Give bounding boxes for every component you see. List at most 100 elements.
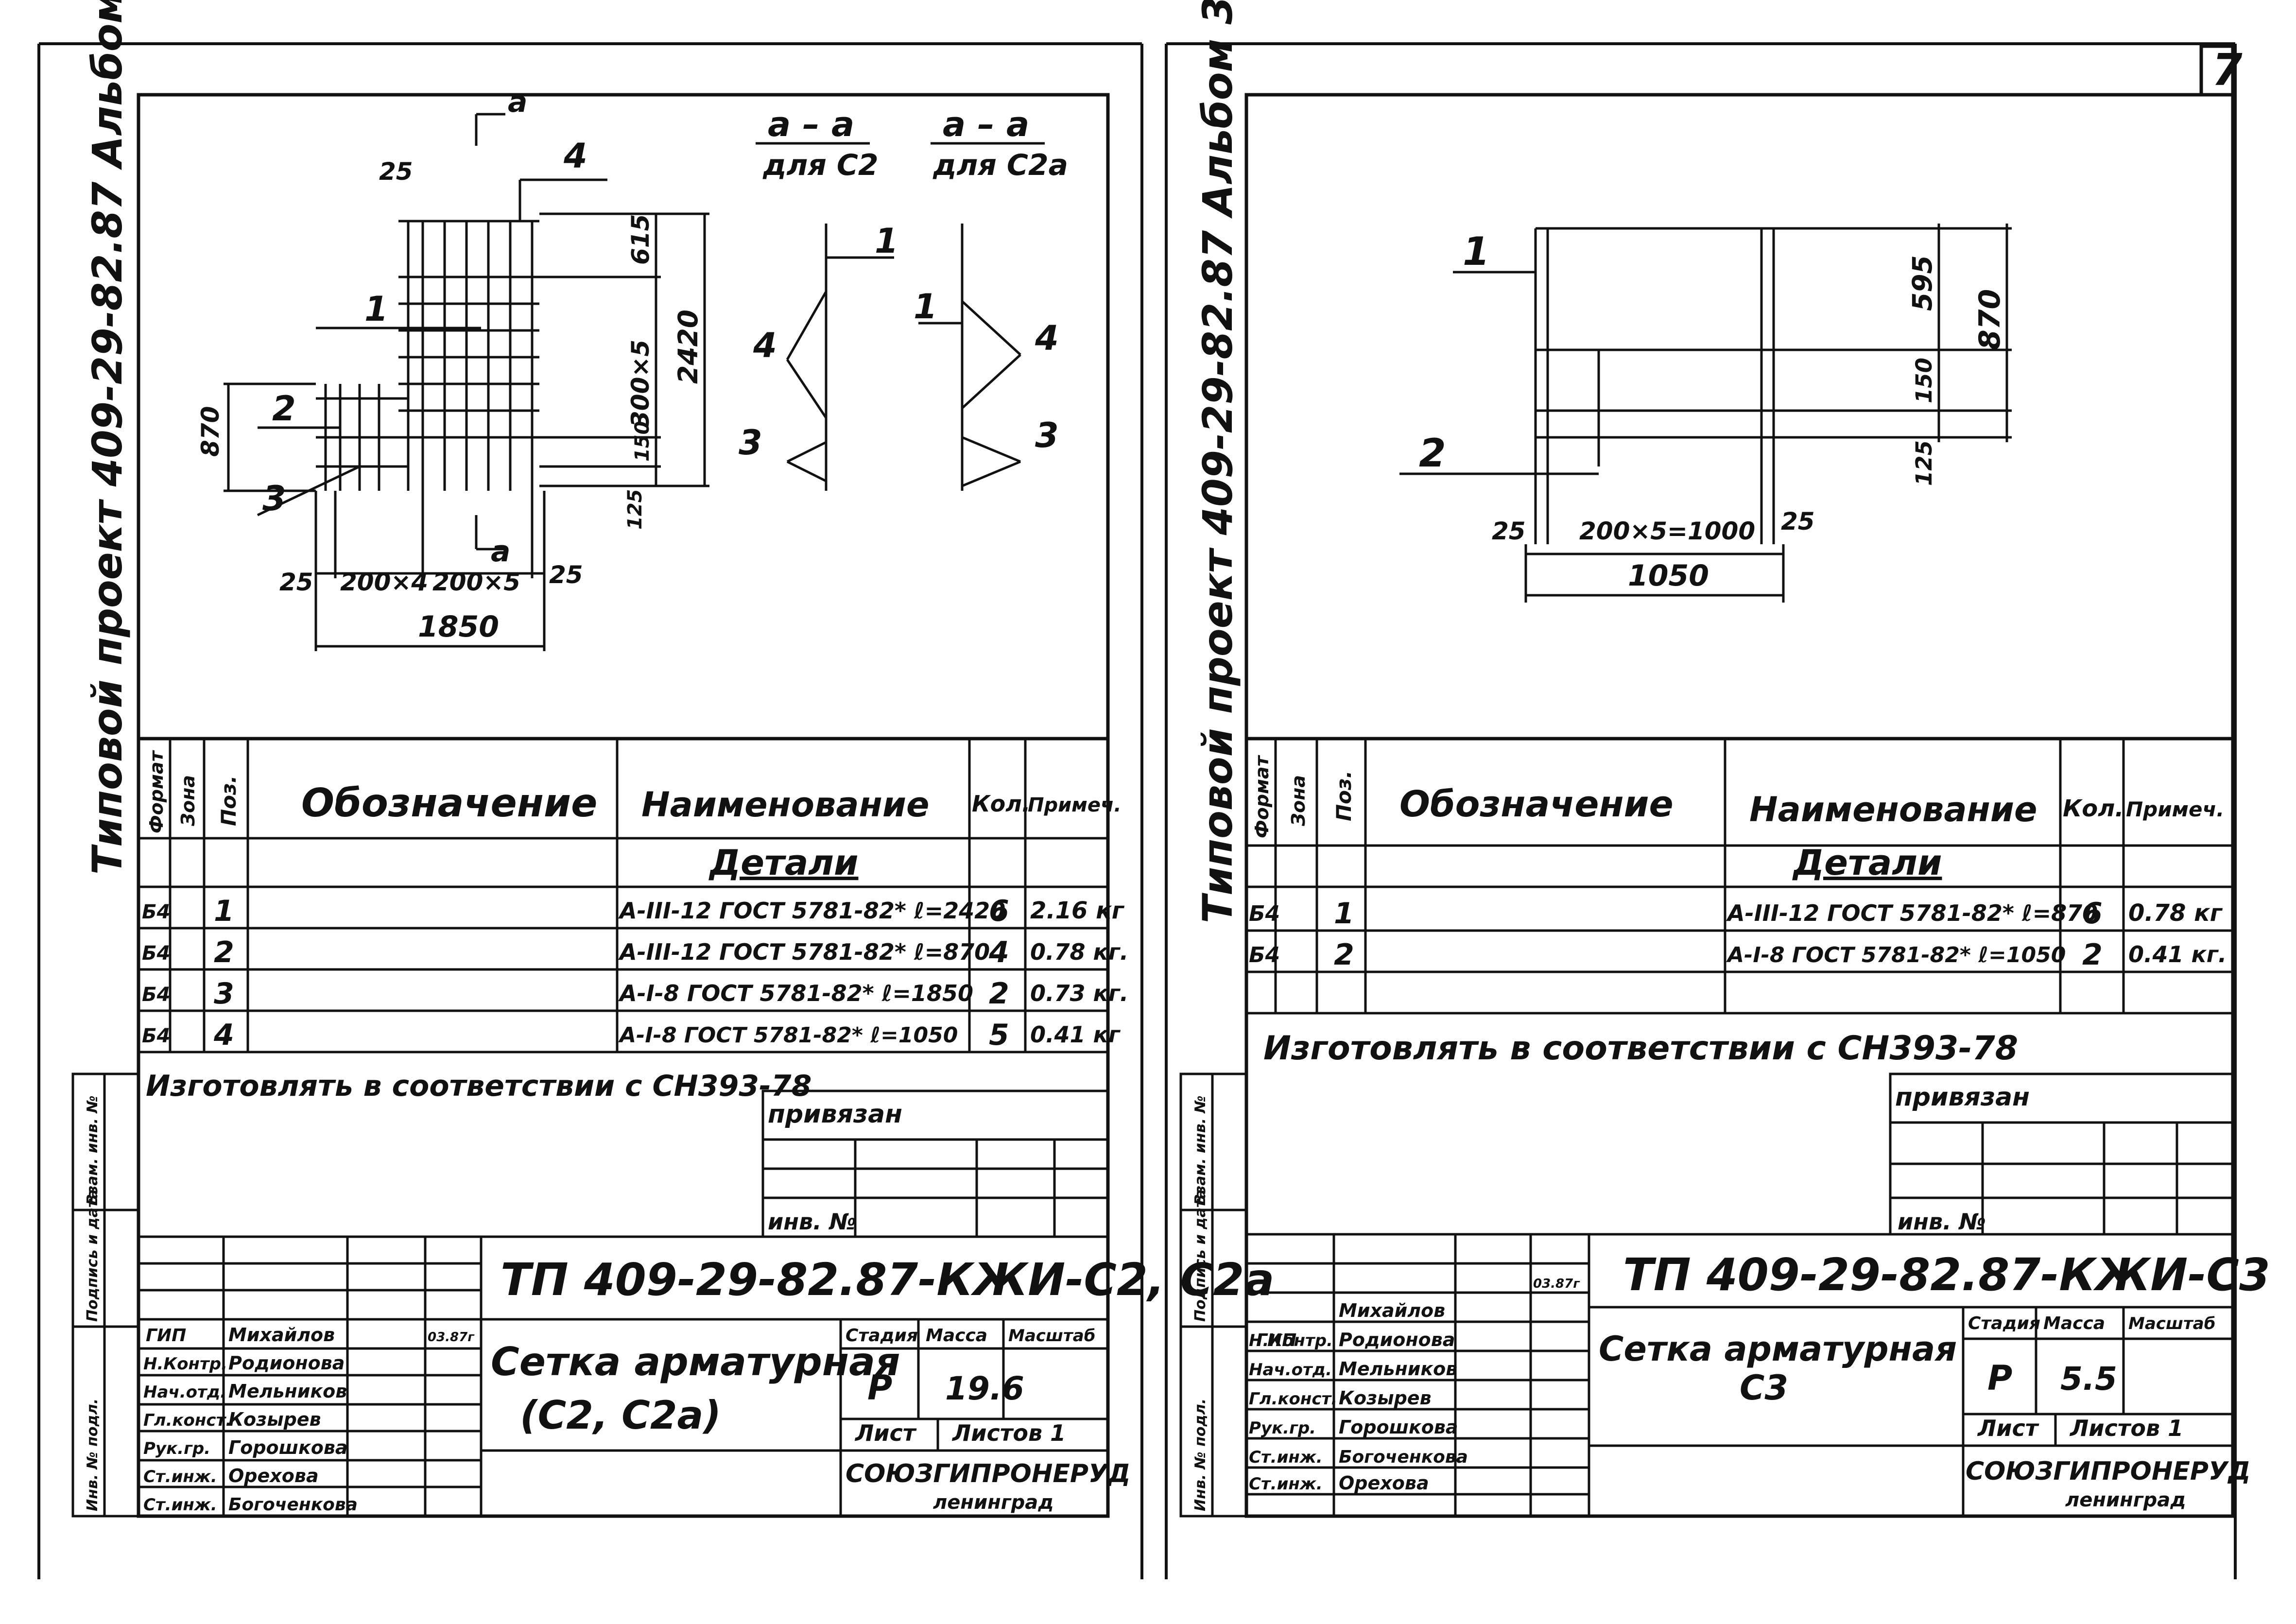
left-row1-note: 2.16 кг: [1030, 897, 1125, 924]
left-mass: 19.6: [945, 1370, 1024, 1407]
right-city: ленинград: [2065, 1489, 2186, 1511]
left-dim-200x4: 200×4: [340, 568, 428, 596]
right-sheets-label: Листов 1: [2069, 1415, 2183, 1441]
left-row1-format: Б4: [142, 901, 170, 923]
left-section-a-c2a-sub: для С2а: [932, 148, 1068, 182]
spec-table-right: [1246, 739, 2234, 1236]
right-role-3: Гл.конст.: [1249, 1389, 1337, 1409]
right-name-1: Родионова: [1339, 1329, 1455, 1350]
right-role-1: Н.Контр.: [1249, 1331, 1333, 1350]
right-side-stamp-1: Подпись и дата: [1192, 1190, 1209, 1322]
section-views: [756, 142, 1045, 491]
left-name-5: Орехова: [228, 1465, 319, 1486]
left-sheets-label: Листов 1: [951, 1420, 1066, 1446]
right-dim-25b: 25: [1781, 507, 1815, 536]
left-row1-name: А-III-12 ГОСТ 5781-82* ℓ=2420: [618, 898, 1005, 924]
left-mass-label: Масса: [926, 1326, 987, 1346]
mesh-c2-drawing: [224, 113, 709, 651]
left-spec-group: Детали: [708, 842, 858, 883]
left-manufacture-note: Изготовлять в соответствии с СН393-78: [146, 1069, 811, 1103]
right-side-title: Типовой проект 409-29-82.87 Альбом 3: [1194, 0, 1242, 923]
title-block-right: [1246, 1233, 2233, 1516]
left-dim-1850: 1850: [418, 610, 499, 644]
left-dim-125: 125: [624, 489, 646, 530]
left-row2-note: 0.78 кг.: [1030, 939, 1128, 965]
left-name-2: Мельников: [228, 1381, 347, 1402]
left-section-a-c2a: а – а: [943, 104, 1029, 144]
left-dim-870: 870: [196, 406, 224, 457]
left-role-3: Гл.конст.: [143, 1411, 232, 1430]
right-inv-no: инв. №: [1898, 1209, 1986, 1235]
left-dim-615: 615: [626, 214, 655, 265]
left-stage: Р: [867, 1368, 892, 1408]
left-row1-pos: 1: [214, 894, 234, 928]
left-dim-300x5: 300×5: [626, 340, 655, 428]
left-sec-callout-1b: 1: [914, 287, 937, 327]
right-stamp-title: Сетка арматурная: [1599, 1329, 1957, 1369]
right-role-6: Ст.инж.: [1249, 1474, 1323, 1494]
left-dim-25-top: 25: [379, 157, 413, 186]
right-hdr-name: Наименование: [1749, 790, 2037, 829]
left-hdr-format: Формат: [146, 750, 167, 833]
left-dim-25-r: 25: [549, 561, 583, 589]
left-stamp-code: ТП 409-29-82.87-КЖИ-С2, С2а: [501, 1254, 1275, 1306]
right-hdr-qty: Кол.: [2063, 795, 2124, 822]
left-cut-mark-top: а: [508, 85, 528, 119]
right-hdr-note: Примеч.: [2126, 797, 2224, 821]
left-hdr-designation: Обозначение: [301, 780, 597, 826]
left-side-stamp-1: Подпись и дата: [84, 1190, 101, 1322]
left-role-0: ГИП: [146, 1326, 186, 1346]
left-row2-format: Б4: [142, 942, 170, 965]
right-name-2: Мельников: [1339, 1358, 1457, 1380]
text-layer: 7 Типовой проект 409-29-82.87 Альбом 3 Т…: [84, 0, 2270, 1515]
left-row4-format: Б4: [142, 1025, 170, 1047]
right-callout-1: 1: [1463, 229, 1490, 274]
left-sec-callout-1: 1: [875, 221, 898, 261]
page-number: 7: [2212, 45, 2243, 96]
left-date-small: 03.87г: [428, 1330, 475, 1345]
left-stamp-subtitle: (С2, С2а): [520, 1393, 721, 1438]
left-sheet-label: Лист: [854, 1420, 917, 1446]
right-dim-25a: 25: [1492, 517, 1526, 545]
right-role-0: ГИП: [1256, 1330, 1296, 1350]
mesh-c3-drawing: [1399, 224, 2012, 603]
right-mass-label: Масса: [2043, 1313, 2105, 1333]
left-side-stamp-2: Взам. инв. №: [84, 1095, 101, 1205]
right-role-2: Нач.отд.: [1249, 1360, 1332, 1380]
right-sheet: [1179, 44, 2235, 1518]
right-name-0: Михайлов: [1339, 1300, 1445, 1321]
spec-table-left: [138, 739, 1109, 1238]
right-dim-200x5: 200×5=1000: [1579, 517, 1755, 545]
left-row2-qty: 4: [988, 935, 1009, 969]
right-name-4: Горошкова: [1339, 1417, 1458, 1438]
left-sheet: [71, 93, 1110, 1518]
right-role-4: Рук.гр.: [1249, 1418, 1316, 1438]
right-dim-870: 870: [1973, 289, 2007, 350]
right-row2-format: Б4: [1249, 943, 1280, 967]
left-stamp-title: Сетка арматурная: [491, 1339, 900, 1384]
right-row2-note: 0.41 кг.: [2128, 941, 2227, 967]
right-hdr-zone: Зона: [1288, 775, 1309, 827]
left-row3-note: 0.73 кг.: [1030, 980, 1128, 1006]
left-privyazan: привязан: [768, 1100, 902, 1129]
right-org: СОЮЗГИПРОНЕРУД: [1966, 1457, 2250, 1486]
left-hdr-pos: Поз.: [217, 776, 241, 826]
left-callout-3: 3: [262, 479, 286, 518]
right-row1-name: А-III-12 ГОСТ 5781-82* ℓ=870: [1726, 900, 2098, 926]
right-mass: 5.5: [2060, 1360, 2117, 1398]
right-side-stamp-2: Взам. инв. №: [1192, 1095, 1209, 1205]
left-row4-note: 0.41 кг: [1030, 1021, 1121, 1048]
right-stage: Р: [1987, 1358, 2012, 1398]
right-dim-595: 595: [1907, 255, 1938, 311]
title-block-left: [138, 1235, 1108, 1516]
right-row1-qty: 6: [2082, 897, 2103, 931]
right-role-5: Ст.инж.: [1249, 1448, 1323, 1467]
right-side-stamp-0: Инв. № подл.: [1192, 1399, 1209, 1511]
right-scale-label: Масштаб: [2128, 1314, 2215, 1333]
left-row4-name: А-I-8 ГОСТ 5781-82* ℓ=1050: [618, 1023, 958, 1048]
right-name-6: Орехова: [1339, 1472, 1429, 1494]
left-dim-150: 150: [631, 421, 654, 462]
right-dim-1050: 1050: [1628, 559, 1709, 593]
right-hdr-format: Формат: [1251, 755, 1273, 838]
